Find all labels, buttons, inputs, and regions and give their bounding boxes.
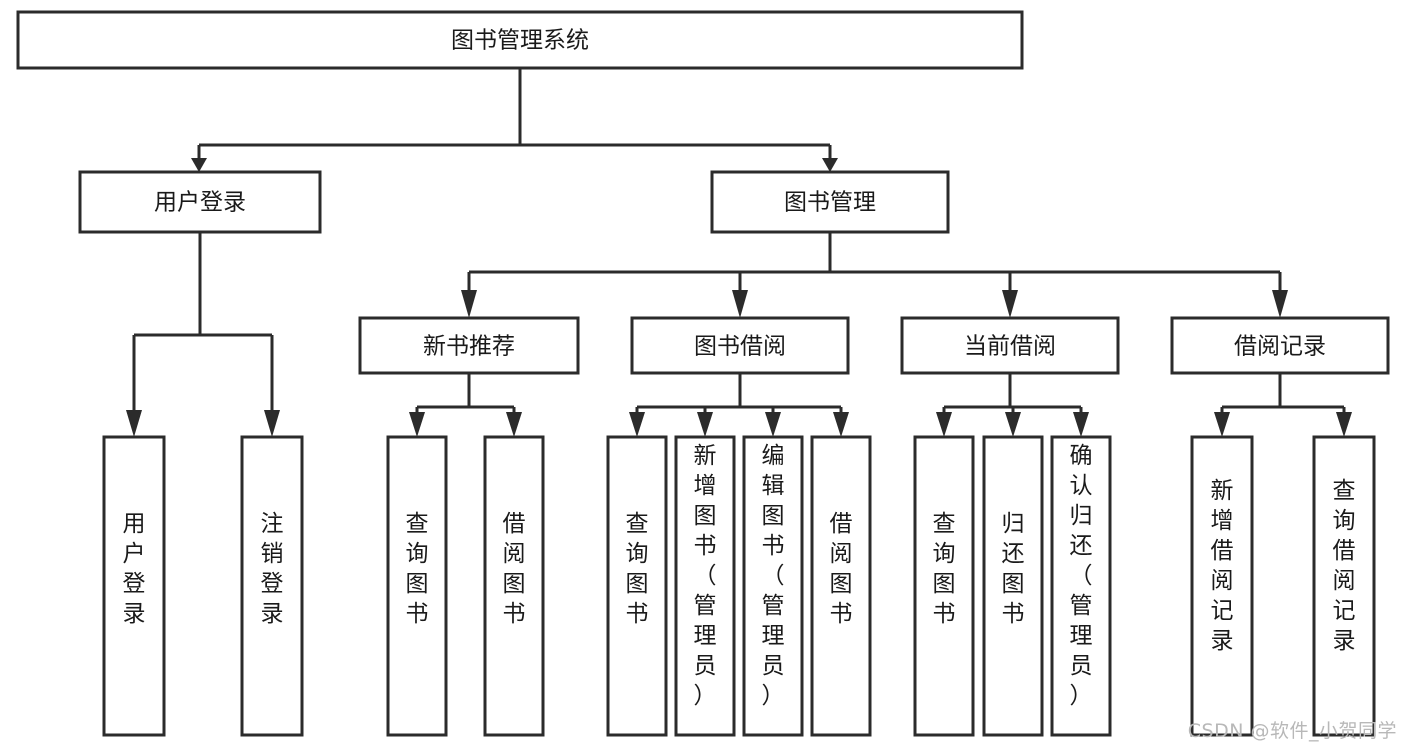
arrow-head-icon (191, 158, 207, 172)
node-user-login[interactable]: 用户登录 (78, 170, 322, 234)
leaf-borrow-book-recommend-box[interactable] (483, 435, 545, 737)
leaf-query-book-current-box[interactable] (913, 435, 975, 737)
node-current-borrow-label: 当前借阅 (964, 334, 1056, 360)
leaf-add-book-admin[interactable]: 新增图书（管理员） (674, 435, 736, 737)
arrow-head-icon (264, 410, 280, 437)
arrow-head-icon (1002, 290, 1018, 318)
arrow-head-icon (765, 412, 781, 437)
node-current-borrow-box[interactable] (900, 316, 1120, 375)
leaf-borrow-book-recommend-label: 借阅图书 (503, 511, 526, 627)
connector-recommend-to-leaves (409, 373, 522, 437)
arrow-head-icon (1073, 412, 1089, 437)
node-borrow-records[interactable]: 借阅记录 (1170, 316, 1390, 375)
leaf-query-book-current[interactable]: 查询图书 (913, 435, 975, 737)
node-new-book-recommend[interactable]: 新书推荐 (358, 316, 580, 375)
connector-borrow-to-leaves (629, 373, 849, 437)
connector-bookmgmt-to-level3 (461, 232, 1288, 318)
arrow-head-icon (1005, 412, 1021, 437)
leaf-confirm-return-admin[interactable]: 确认归还（管理员） (1050, 435, 1112, 737)
leaf-query-borrow-record[interactable]: 查询借阅记录 (1312, 435, 1376, 737)
node-book-borrow[interactable]: 图书借阅 (630, 316, 850, 375)
leaf-user-login-box[interactable] (102, 435, 166, 737)
leaf-add-borrow-record-box[interactable] (1190, 435, 1254, 737)
arrow-head-icon (822, 158, 838, 172)
leaf-query-book-recommend-box[interactable] (386, 435, 448, 737)
leaf-user-login[interactable]: 用户登录 (102, 435, 166, 737)
arrow-head-icon (936, 412, 952, 437)
node-current-borrow[interactable]: 当前借阅 (900, 316, 1120, 375)
arrow-head-icon (732, 290, 748, 318)
leaf-user-login-label: 用户登录 (123, 511, 146, 627)
connector-root-to-level2 (191, 68, 838, 172)
arrow-head-icon (1214, 412, 1230, 437)
node-user-login-box[interactable] (78, 170, 322, 234)
leaf-edit-book-admin-label: 编辑图书（管理员） (762, 443, 785, 709)
node-borrow-records-box[interactable] (1170, 316, 1390, 375)
arrow-head-icon (629, 412, 645, 437)
leaf-query-book-borrow[interactable]: 查询图书 (606, 435, 668, 737)
leaf-query-book-borrow-box[interactable] (606, 435, 668, 737)
node-root-box[interactable] (16, 10, 1024, 70)
node-new-book-recommend-box[interactable] (358, 316, 580, 375)
node-book-borrow-box[interactable] (630, 316, 850, 375)
leaf-borrow-book-box[interactable] (810, 435, 872, 737)
leaf-edit-book-admin[interactable]: 编辑图书（管理员） (742, 435, 804, 737)
arrow-head-icon (126, 410, 142, 437)
leaf-confirm-return-admin-box[interactable] (1050, 435, 1112, 737)
leaf-add-book-admin-box[interactable] (674, 435, 736, 737)
node-borrow-records-label: 借阅记录 (1234, 334, 1326, 360)
connector-layer (126, 68, 1352, 437)
arrow-head-icon (1336, 412, 1352, 437)
leaf-return-book-label: 归还图书 (1002, 511, 1025, 627)
leaf-return-book-box[interactable] (982, 435, 1044, 737)
connector-records-to-leaves (1214, 373, 1352, 437)
leaf-borrow-book[interactable]: 借阅图书 (810, 435, 872, 737)
leaf-logout-box[interactable] (240, 435, 304, 737)
leaf-logout-label: 注销登录 (261, 511, 284, 627)
leaf-query-book-current-label: 查询图书 (933, 511, 956, 627)
leaf-borrow-book-recommend[interactable]: 借阅图书 (483, 435, 545, 737)
leaf-return-book[interactable]: 归还图书 (982, 435, 1044, 737)
leaf-add-borrow-record-label: 新增借阅记录 (1211, 478, 1234, 654)
leaf-query-book-recommend-label: 查询图书 (406, 511, 429, 627)
arrow-head-icon (697, 412, 713, 437)
node-new-book-recommend-label: 新书推荐 (423, 334, 515, 360)
node-root-label: 图书管理系统 (451, 28, 589, 54)
leaf-query-borrow-record-label: 查询借阅记录 (1333, 478, 1356, 654)
arrow-head-icon (506, 412, 522, 437)
arrow-head-icon (833, 412, 849, 437)
leaf-query-book-borrow-label: 查询图书 (626, 511, 649, 627)
leaf-query-book-recommend[interactable]: 查询图书 (386, 435, 448, 737)
node-book-borrow-label: 图书借阅 (694, 334, 786, 360)
leaf-query-borrow-record-box[interactable] (1312, 435, 1376, 737)
node-book-management[interactable]: 图书管理 (710, 170, 950, 234)
leaf-edit-book-admin-box[interactable] (742, 435, 804, 737)
leaf-add-borrow-record[interactable]: 新增借阅记录 (1190, 435, 1254, 737)
leaf-borrow-book-label: 借阅图书 (830, 511, 853, 627)
csdn-watermark: CSDN @软件_小贺同学 (1187, 720, 1397, 742)
arrow-head-icon (409, 412, 425, 437)
node-user-login-label: 用户登录 (154, 190, 246, 216)
connector-current-to-leaves (936, 373, 1089, 437)
connector-userlogin-to-leaves (126, 232, 280, 437)
leaf-confirm-return-admin-label: 确认归还（管理员） (1070, 443, 1093, 709)
node-root[interactable]: 图书管理系统 (16, 10, 1024, 70)
node-book-management-label: 图书管理 (784, 190, 876, 216)
leaf-add-book-admin-label: 新增图书（管理员） (694, 443, 717, 709)
node-book-management-box[interactable] (710, 170, 950, 234)
arrow-head-icon (1272, 290, 1288, 318)
leaf-logout[interactable]: 注销登录 (240, 435, 304, 737)
arrow-head-icon (461, 290, 477, 318)
